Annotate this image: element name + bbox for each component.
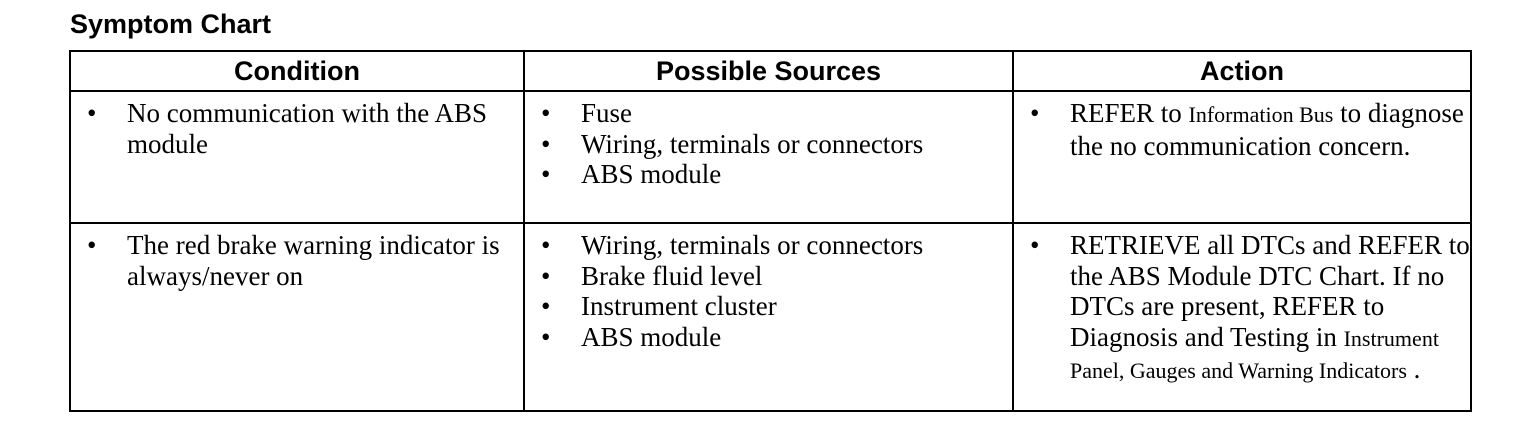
action-cell: • RETRIEVE all DTCs and REFER to the ABS … [1012,222,1472,412]
header-possible-sources: Possible Sources [523,50,1014,92]
list-item: • Fuse [525,98,1012,129]
bullet-icon: • [1030,230,1040,260]
action-text: RETRIEVE all DTCs and REFER to the ABS M… [1070,230,1470,352]
table-row: • The red brake warning indicator is alwa… [69,222,1472,412]
sources-cell: • Fuse • Wiring, terminals or connectors •… [523,90,1014,224]
sources-cell: • Wiring, terminals or connectors • Brake … [523,222,1014,412]
list-item: • REFER to Information Bus to diagnose th… [1014,98,1470,161]
list-item: • No communication with the ABS module [71,98,523,159]
list-item: • RETRIEVE all DTCs and REFER to the ABS … [1014,230,1470,387]
bullet-icon: • [541,230,551,260]
bullet-icon: • [541,260,551,291]
action-text: REFER to [1070,98,1189,128]
header-action: Action [1012,50,1472,92]
source-text: Instrument cluster [581,291,777,321]
bullet-icon: • [541,98,551,128]
list-item: • Wiring, terminals or connectors [525,129,1012,160]
source-text: Wiring, terminals or connectors [581,230,924,260]
list-item: • Instrument cluster [525,291,1012,322]
source-text: Wiring, terminals or connectors [581,128,924,159]
bullet-icon: • [87,98,97,128]
page-title: Symptom Chart [70,9,272,39]
header-condition: Condition [69,50,525,92]
list-item: • Brake fluid level [525,261,1012,292]
list-item: • Wiring, terminals or connectors [525,230,1012,261]
source-text: Brake fluid level [581,260,763,291]
list-item: • ABS module [525,159,1012,190]
condition-cell: • The red brake warning indicator is alwa… [69,222,525,412]
action-text: . [1406,354,1421,384]
action-text: to diagnose the no communication concern… [1070,98,1464,161]
symptom-chart-table: Condition Possible Sources Action • No co… [69,50,1472,412]
bullet-icon: • [541,321,551,352]
condition-text: No communication with the ABS module [127,98,487,159]
bullet-icon: • [1030,98,1040,128]
source-text: ABS module [581,159,722,189]
bullet-icon: • [541,159,551,189]
bullet-icon: • [87,230,97,260]
list-item: • ABS module [525,322,1012,353]
list-item: • The red brake warning indicator is alwa… [71,230,523,291]
bullet-icon: • [541,291,551,321]
table-row: • No communication with the ABS module • F… [69,90,1472,224]
action-cell: • REFER to Information Bus to diagnose th… [1012,90,1472,224]
manual-reference: Instrument Panel, Gauges and Warning Ind… [1070,325,1439,384]
table-header-row: Condition Possible Sources Action [69,50,1472,92]
condition-cell: • No communication with the ABS module [69,90,525,224]
manual-reference: Information Bus [1188,102,1334,127]
condition-text: The red brake warning indicator is alway… [127,230,500,291]
source-text: ABS module [581,321,722,352]
source-text: Fuse [581,98,633,128]
bullet-icon: • [541,128,551,159]
